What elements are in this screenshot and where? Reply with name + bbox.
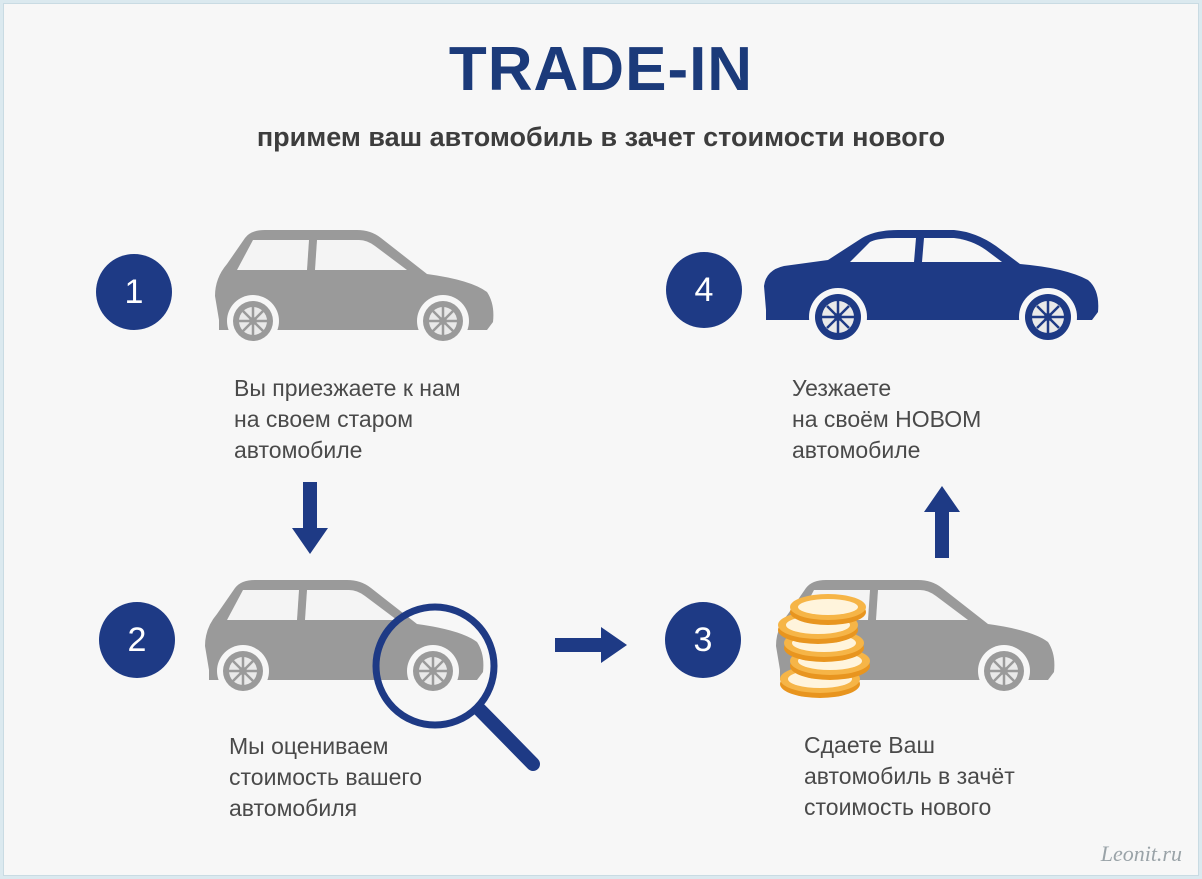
hatchback-car-icon bbox=[215, 230, 494, 347]
page-subtitle: примем ваш автомобиль в зачет стоимости … bbox=[256, 122, 946, 152]
page-title: TRADE-IN bbox=[448, 35, 754, 104]
arrow-up-icon bbox=[924, 486, 960, 558]
step-3-caption: Сдаете Ваш автомобиль в зачёт стоимость … bbox=[804, 732, 1015, 820]
coin-stack-icon bbox=[778, 594, 870, 698]
arrow-down-icon bbox=[292, 482, 328, 554]
step-4-caption: Уезжаете на своём НОВОМ автомобиле bbox=[792, 375, 982, 463]
step-2-caption: Мы оцениваем стоимость вашего автомобиля bbox=[229, 733, 423, 821]
step-2-badge: 2 bbox=[99, 602, 175, 678]
step-3-badge: 3 bbox=[665, 602, 741, 678]
sedan-car-icon bbox=[764, 230, 1099, 346]
trade-in-infographic: TRADE-IN примем ваш автомобиль в зачет с… bbox=[3, 3, 1199, 876]
step-4-badge: 4 bbox=[666, 252, 742, 328]
step-1-badge: 1 bbox=[96, 254, 172, 330]
watermark: Leonit.ru bbox=[1100, 841, 1182, 866]
hatchback-car-icon bbox=[205, 580, 540, 771]
step-1-caption: Вы приезжаете к нам на своем старом авто… bbox=[234, 375, 461, 463]
magnifying-glass-icon bbox=[372, 603, 540, 771]
arrow-right-icon bbox=[555, 627, 627, 663]
hatchback-car-icon bbox=[776, 580, 1055, 698]
